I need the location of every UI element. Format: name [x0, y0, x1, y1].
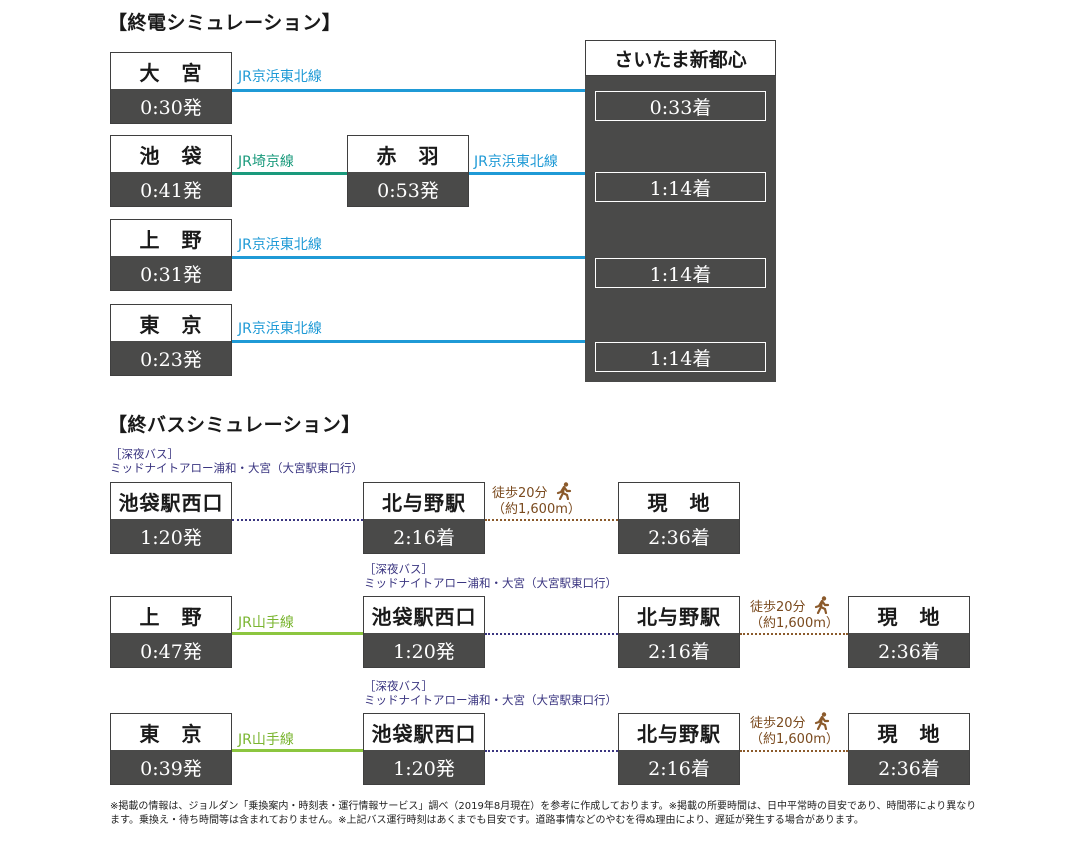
keihin-tohoku-line	[469, 172, 585, 175]
stop-time: 2:36着	[849, 633, 969, 667]
arrival-time-tokyo: 1:14着	[595, 342, 766, 372]
stop-time: 1:20発	[111, 519, 231, 553]
destination-site: 現 地 2:36着	[848, 596, 970, 668]
keihin-tohoku-line	[232, 256, 585, 259]
departure-time: 0:47発	[111, 633, 231, 667]
station-name: 東 京	[111, 714, 231, 750]
line-label: JR京浜東北線	[238, 237, 322, 253]
walk-route-line	[740, 633, 848, 635]
stop-kitayono: 北与野駅 2:16着	[363, 482, 485, 554]
line-label: JR京浜東北線	[238, 69, 322, 85]
walk-route-line	[485, 519, 618, 521]
bus-service-label: ［深夜バス］ ミッドナイトアロー浦和・大宮（大宮駅東口行）	[364, 562, 617, 590]
walk-duration: 徒歩20分	[492, 486, 548, 501]
departure-time: 0:30発	[111, 89, 231, 123]
bus-route-line	[485, 633, 618, 635]
departure-time: 0:31発	[111, 256, 231, 290]
arrival-time-ueno: 1:14着	[595, 258, 766, 288]
station-tokyo: 東 京 0:39発	[110, 713, 232, 785]
footnote: ※掲載の情報は、ジョルダン「乗換案内・時刻表・運行情報サービス」調べ（2019年…	[110, 801, 977, 826]
last-bus-title: 【終バスシミュレーション】	[108, 414, 361, 436]
stop-ikebukuro-west: 池袋駅西口 1:20発	[363, 713, 485, 785]
arrival-time-omiya: 0:33着	[595, 91, 766, 121]
walk-label: 徒歩20分 （約1,600m）	[492, 482, 581, 518]
arrival-time-ikebukuro: 1:14着	[595, 172, 766, 202]
stop-time: 2:36着	[849, 750, 969, 784]
walk-duration: 徒歩20分	[750, 716, 806, 731]
line-label: JR山手線	[238, 732, 294, 748]
stop-name: 現 地	[849, 714, 969, 750]
walking-person-icon	[814, 596, 829, 615]
station-ueno: 上 野 0:31発	[110, 219, 232, 291]
stop-name: 現 地	[849, 597, 969, 633]
saikyo-line	[232, 172, 347, 175]
stop-time: 2:36着	[619, 519, 739, 553]
yamanote-line	[232, 632, 363, 635]
yamanote-line	[232, 749, 363, 752]
bus-service-label: ［深夜バス］ ミッドナイトアロー浦和・大宮（大宮駅東口行）	[364, 679, 617, 707]
bus-route-name: ミッドナイトアロー浦和・大宮（大宮駅東口行）	[364, 693, 617, 707]
stop-time: 2:16着	[619, 750, 739, 784]
station-name: 赤 羽	[348, 136, 468, 172]
destination-site: 現 地 2:36着	[618, 482, 740, 554]
stop-time: 2:16着	[619, 633, 739, 667]
station-name: 東 京	[111, 305, 231, 341]
station-name: 上 野	[111, 597, 231, 633]
stop-time: 2:16着	[364, 519, 484, 553]
stop-name: 池袋駅西口	[364, 597, 484, 633]
line-label: JR京浜東北線	[238, 321, 322, 337]
destination-panel: さいたま新都心 0:33着 1:14着 1:14着 1:14着	[585, 40, 776, 382]
keihin-tohoku-line	[232, 89, 585, 92]
last-train-title: 【終電シミュレーション】	[108, 12, 342, 34]
stop-ikebukuro-west: 池袋駅西口 1:20発	[110, 482, 232, 554]
bus-route-name: ミッドナイトアロー浦和・大宮（大宮駅東口行）	[110, 461, 363, 475]
stop-name: 現 地	[619, 483, 739, 519]
walking-person-icon	[556, 482, 571, 501]
keihin-tohoku-line	[232, 340, 585, 343]
station-tokyo: 東 京 0:23発	[110, 304, 232, 376]
destination-name: さいたま新都心	[585, 40, 776, 76]
walk-distance: （約1,600m）	[750, 616, 839, 631]
station-name: 上 野	[111, 220, 231, 256]
stop-kitayono: 北与野駅 2:16着	[618, 713, 740, 785]
bus-route-line	[485, 750, 618, 752]
station-ikebukuro: 池 袋 0:41発	[110, 135, 232, 207]
stop-time: 1:20発	[364, 750, 484, 784]
stop-kitayono: 北与野駅 2:16着	[618, 596, 740, 668]
station-akabane: 赤 羽 0:53発	[347, 135, 469, 207]
departure-time: 0:23発	[111, 341, 231, 375]
departure-time: 0:41発	[111, 172, 231, 206]
station-ueno: 上 野 0:47発	[110, 596, 232, 668]
walk-distance: （約1,600m）	[492, 502, 581, 517]
stop-name: 北与野駅	[619, 597, 739, 633]
stop-name: 北与野駅	[364, 483, 484, 519]
bus-route-name: ミッドナイトアロー浦和・大宮（大宮駅東口行）	[364, 576, 617, 590]
bus-type: ［深夜バス］	[364, 679, 433, 693]
stop-name: 北与野駅	[619, 714, 739, 750]
departure-time: 0:53発	[348, 172, 468, 206]
line-label: JR山手線	[238, 615, 294, 631]
bus-type: ［深夜バス］	[110, 447, 179, 461]
walk-route-line	[740, 750, 848, 752]
bus-type: ［深夜バス］	[364, 562, 433, 576]
destination-site: 現 地 2:36着	[848, 713, 970, 785]
departure-time: 0:39発	[111, 750, 231, 784]
stop-time: 1:20発	[364, 633, 484, 667]
station-name: 大 宮	[111, 53, 231, 89]
line-label: JR埼京線	[238, 154, 294, 170]
walk-duration: 徒歩20分	[750, 600, 806, 615]
station-omiya: 大 宮 0:30発	[110, 52, 232, 124]
bus-service-label: ［深夜バス］ ミッドナイトアロー浦和・大宮（大宮駅東口行）	[110, 447, 363, 475]
walk-distance: （約1,600m）	[750, 732, 839, 747]
line-label: JR京浜東北線	[474, 154, 558, 170]
walk-label: 徒歩20分 （約1,600m）	[750, 712, 839, 748]
bus-route-line	[232, 519, 363, 521]
stop-name: 池袋駅西口	[364, 714, 484, 750]
walking-person-icon	[814, 712, 829, 731]
walk-label: 徒歩20分 （約1,600m）	[750, 596, 839, 632]
stop-ikebukuro-west: 池袋駅西口 1:20発	[363, 596, 485, 668]
stop-name: 池袋駅西口	[111, 483, 231, 519]
station-name: 池 袋	[111, 136, 231, 172]
